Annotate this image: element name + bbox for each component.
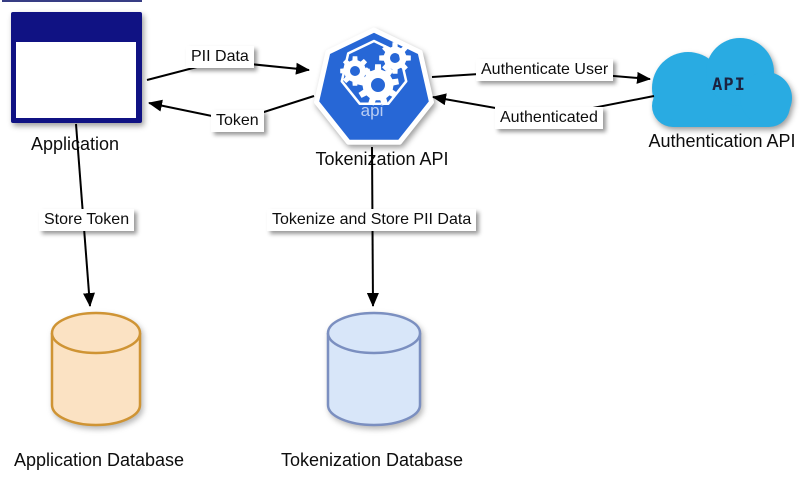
edge-label-store-token: Store Token xyxy=(39,209,135,231)
edge-label-tokenize-store: Tokenize and Store PII Data xyxy=(267,209,477,231)
application-window-content xyxy=(16,42,136,118)
application-label: Application xyxy=(30,134,120,154)
edge-label-pii-data: PII Data xyxy=(186,46,254,68)
application-database-label: Application Database xyxy=(13,450,185,470)
application-window-icon xyxy=(11,12,142,123)
edge-label-authenticate-user: Authenticate User xyxy=(476,59,614,81)
cloud-shape xyxy=(652,38,792,127)
edge-label-token: Token xyxy=(211,110,264,132)
edge-label-authenticated: Authenticated xyxy=(495,107,603,129)
gear-icon xyxy=(357,64,399,106)
gear-icon xyxy=(340,56,370,86)
database-cylinder xyxy=(50,311,142,427)
tokenization-database-icon xyxy=(326,311,422,427)
cropped-window-top-edge xyxy=(2,0,142,2)
cloud-api-text: API xyxy=(712,75,746,95)
authentication-api-label: Authentication API xyxy=(648,131,796,151)
gear-icon xyxy=(379,42,411,74)
tokenization-api-icon: api xyxy=(314,27,434,145)
database-cylinder xyxy=(326,311,422,427)
api-icon-text: api xyxy=(361,101,384,120)
heptagon-shape xyxy=(314,27,434,145)
application-database-icon xyxy=(50,311,142,427)
tokenization-database-label: Tokenization Database xyxy=(280,450,464,470)
tokenization-api-label: Tokenization API xyxy=(315,149,449,169)
authentication-api-cloud-icon: API xyxy=(652,38,792,127)
